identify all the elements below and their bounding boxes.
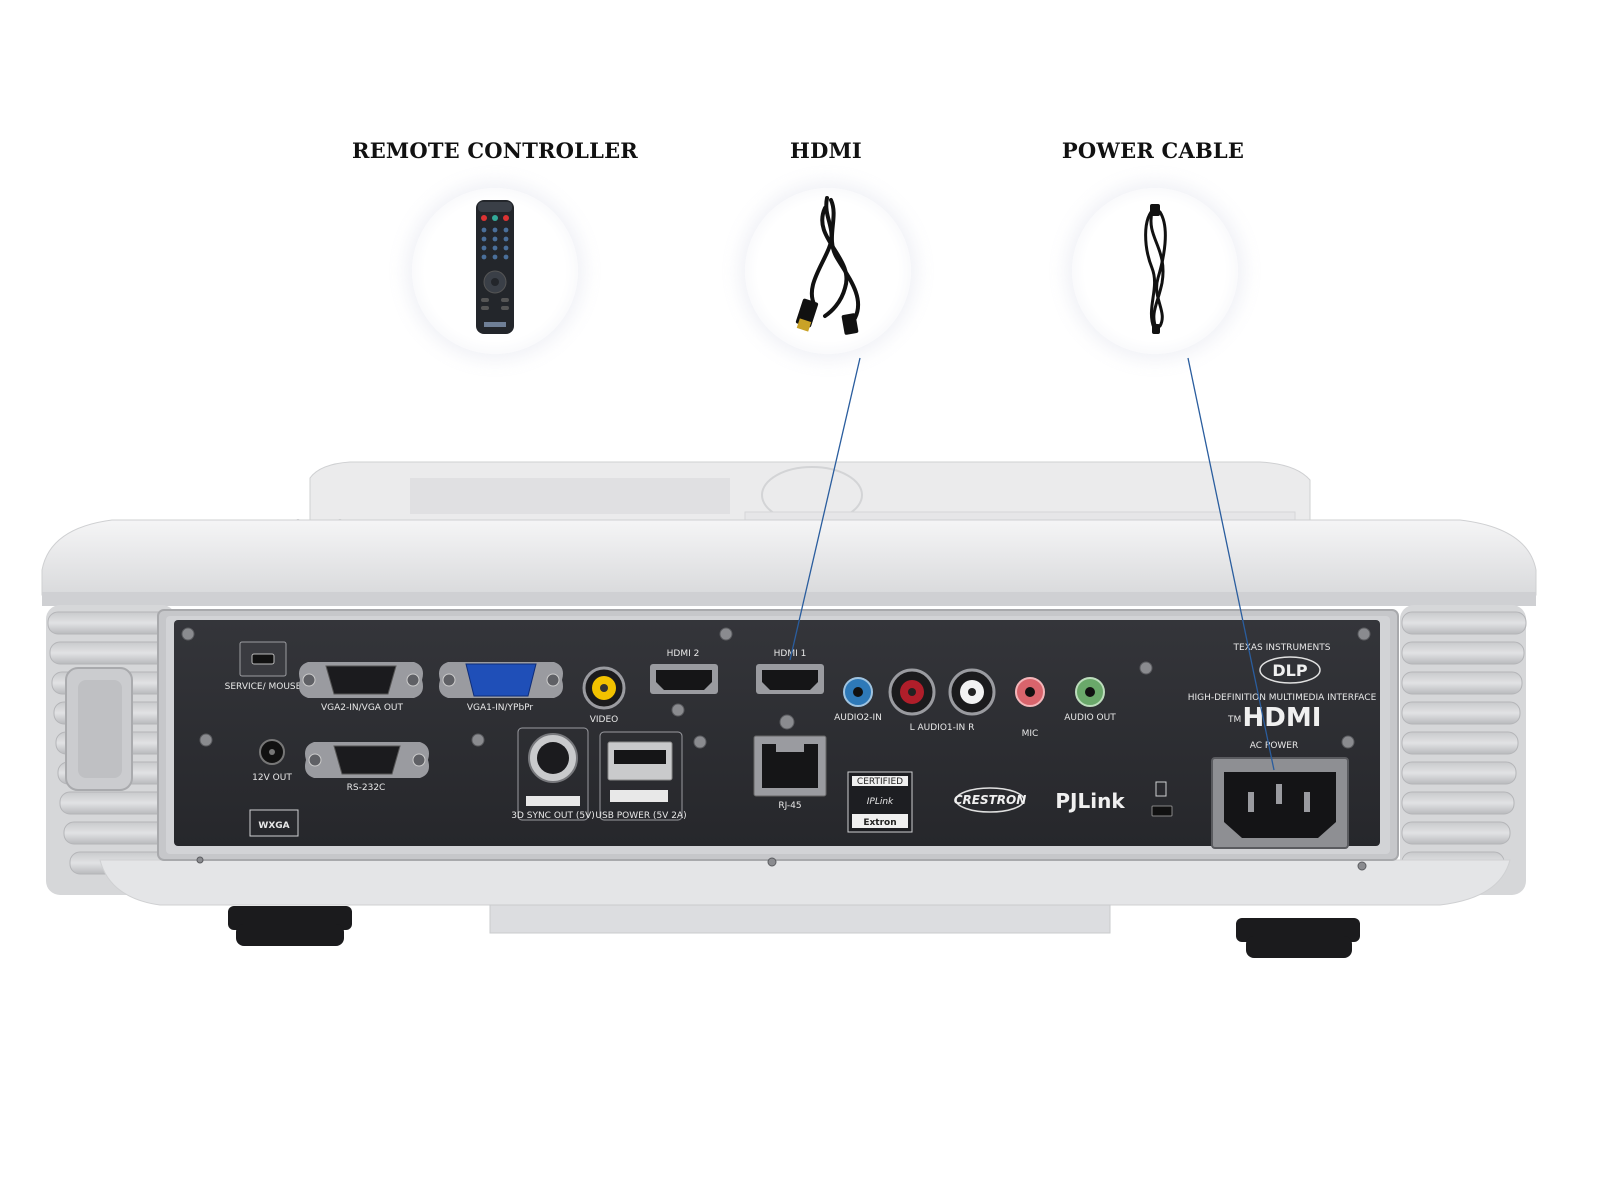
hdmi-cable-thumbnail	[745, 188, 911, 354]
hdmi1-label: HDMI 1	[774, 649, 807, 659]
rs232-label: RS-232C	[347, 783, 386, 793]
svg-text:HDMI: HDMI	[1243, 703, 1322, 733]
vga1-label: VGA1-IN/YPbPr	[467, 703, 534, 713]
vga2-in-vga-out-port[interactable]	[299, 662, 423, 698]
svg-text:IPLink: IPLink	[867, 797, 894, 807]
rs232c-port[interactable]	[305, 742, 429, 778]
service-mouse-port[interactable]	[239, 641, 287, 677]
video-port[interactable]	[582, 666, 626, 710]
svg-text:WXGA: WXGA	[258, 821, 289, 831]
usb-power-port[interactable]	[599, 731, 683, 821]
vga2-label: VGA2-IN/VGA OUT	[321, 703, 404, 713]
mic-port[interactable]	[1015, 677, 1045, 707]
pjlink-logo: PJLink	[1055, 789, 1125, 813]
svg-text:DLP: DLP	[1272, 661, 1307, 680]
dc12-label: 12V OUT	[252, 773, 292, 783]
hdmi-callout-line	[789, 357, 861, 661]
svg-text:CRESTRON: CRESTRON	[954, 793, 1027, 807]
hdmi-logo: HIGH-DEFINITION MULTIMEDIA INTERFACE HDM…	[1188, 693, 1377, 733]
audio2-label: AUDIO2-IN	[834, 713, 882, 723]
audio-out-port[interactable]	[1075, 677, 1105, 707]
crestron-logo: CRESTRON	[954, 787, 1027, 813]
hdmi-title: HDMI	[790, 138, 862, 163]
audio1-in-r-port[interactable]	[888, 668, 936, 716]
hdmi-cable-icon	[795, 196, 861, 335]
rj45-port[interactable]	[753, 735, 827, 797]
hdmi2-label: HDMI 2	[667, 649, 700, 659]
dlp-logo: TEXAS INSTRUMENTS DLP	[1233, 643, 1331, 684]
ac-power-label: AC POWER	[1250, 741, 1299, 751]
svg-text:TM: TM	[1227, 715, 1241, 725]
power-cable-icon	[1144, 204, 1167, 334]
power-callout-line	[1187, 357, 1275, 771]
svg-text:TEXAS INSTRUMENTS: TEXAS INSTRUMENTS	[1233, 643, 1331, 653]
service-label: SERVICE/ MOUSE	[225, 682, 302, 692]
remote-controller-thumbnail	[412, 188, 578, 354]
extron-iplink-certified-badge: CERTIFIED IPLink Extron	[847, 771, 913, 833]
svg-text:PJLink: PJLink	[1055, 789, 1125, 813]
svg-text:Extron: Extron	[863, 818, 896, 828]
wxga-badge: WXGA	[249, 809, 299, 837]
audio-out-label: AUDIO OUT	[1064, 713, 1116, 723]
kensington-lock-slot[interactable]	[1151, 781, 1173, 817]
audio2-in-port[interactable]	[843, 677, 873, 707]
video-label: VIDEO	[590, 715, 619, 725]
3d-sync-out-port[interactable]	[517, 727, 589, 821]
ac-power-inlet[interactable]	[1211, 757, 1349, 849]
remote-control-icon	[476, 200, 514, 334]
audio1-in-l-port[interactable]	[948, 668, 996, 716]
svg-text:HIGH-DEFINITION MULTIMEDIA INT: HIGH-DEFINITION MULTIMEDIA INTERFACE	[1188, 693, 1377, 703]
dc-12v-out-port[interactable]	[259, 739, 285, 765]
remote-controller-title: REMOTE CONTROLLER	[352, 138, 638, 163]
hdmi2-port[interactable]	[650, 664, 718, 694]
hdmi1-port[interactable]	[756, 664, 824, 694]
vga1-in-ypbpr-port[interactable]	[439, 662, 563, 698]
usb-label: USB POWER (5V 2A)	[595, 811, 686, 821]
right-foot	[1236, 918, 1360, 958]
audio1-label: L AUDIO1-IN R	[910, 723, 975, 733]
power-cable-thumbnail	[1072, 188, 1238, 354]
3d-sync-label: 3D SYNC OUT (5V)	[511, 811, 595, 821]
svg-text:CERTIFIED: CERTIFIED	[857, 777, 903, 787]
rj45-label: RJ-45	[778, 801, 801, 811]
mic-label: MIC	[1022, 729, 1039, 739]
left-foot	[228, 906, 352, 946]
power-cable-title: POWER CABLE	[1061, 138, 1245, 163]
